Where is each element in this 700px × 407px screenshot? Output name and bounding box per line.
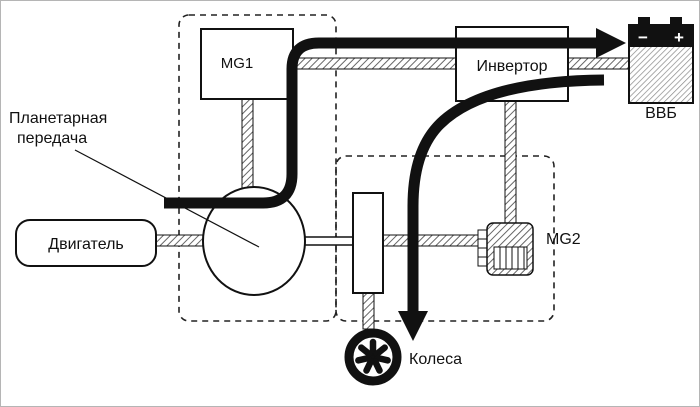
mg1-label: MG1 bbox=[221, 55, 254, 72]
planetary-gear-ellipse bbox=[202, 186, 306, 296]
planetary-label-line1: Планетарная bbox=[9, 110, 107, 127]
planetary-label-line2: передача bbox=[17, 130, 87, 147]
transaxle-dashed-box-left bbox=[178, 14, 337, 322]
wheels-label: Колеса bbox=[409, 351, 462, 368]
mg1-box: MG1 bbox=[200, 28, 294, 100]
gear-to-mg2-link bbox=[382, 234, 480, 247]
planetary-to-gear-link bbox=[302, 236, 356, 246]
gear-to-wheel-link bbox=[362, 292, 375, 330]
inverter-to-battery-link bbox=[567, 57, 630, 70]
battery-label: ВВБ bbox=[645, 105, 677, 122]
battery-minus-terminal: − bbox=[638, 28, 648, 47]
wheel-icon bbox=[344, 328, 402, 386]
inverter-to-mg2-link bbox=[504, 100, 517, 224]
engine-box: Двигатель bbox=[15, 219, 157, 267]
reduction-gear-box bbox=[352, 192, 384, 294]
power-flow-to-wheels-arrow bbox=[398, 74, 605, 341]
battery-plus-terminal: + bbox=[674, 28, 684, 47]
engine-shaft-link bbox=[155, 234, 205, 247]
mg1-shaft-link bbox=[241, 98, 254, 190]
power-flow-to-battery-arrow bbox=[164, 28, 626, 209]
battery-icon: − + bbox=[628, 17, 694, 104]
inverter-label: Инвертор bbox=[476, 58, 547, 75]
engine-label: Двигатель bbox=[48, 236, 124, 253]
mg2-icon bbox=[477, 222, 534, 276]
mg2-label: MG2 bbox=[546, 231, 581, 248]
mg1-to-inverter-link bbox=[292, 57, 457, 70]
